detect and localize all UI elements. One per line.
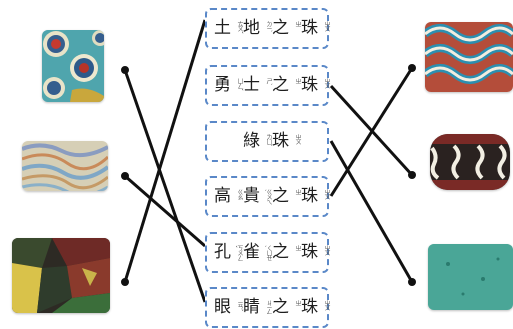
- right-dot-1[interactable]: [408, 64, 416, 72]
- label-char: 眼ㄧㄢˇ: [214, 297, 243, 317]
- label-char: 珠ㄓㄨ: [301, 297, 330, 317]
- label-char: 珠ㄓㄨ: [301, 242, 330, 262]
- hanzi: 珠: [301, 18, 318, 38]
- zigzag-bead-image: [430, 134, 510, 190]
- zhuyin: ㄕˋ: [265, 78, 272, 85]
- label-char: 之ㄓ: [272, 186, 301, 206]
- hanzi: 貴: [243, 186, 260, 206]
- hanzi: 勇: [214, 75, 231, 95]
- label-char: 雀ㄑㄩㄝˋ: [243, 242, 272, 262]
- hanzi: 高: [214, 186, 231, 206]
- hanzi: 地: [243, 18, 260, 38]
- line-marbled: [124, 174, 206, 248]
- hanzi: 珠: [301, 297, 318, 317]
- line-zigzag: [329, 84, 414, 177]
- zhuyin: ㄩㄥˇ: [236, 78, 243, 90]
- zhuyin: ㄓㄨ: [323, 189, 330, 199]
- zhuyin: ㄎㄨㄥˇ: [230, 245, 243, 260]
- label-char: 珠ㄓㄨ: [301, 186, 330, 206]
- zhuyin: ㄊㄨˇ: [236, 21, 243, 33]
- hanzi: 珠: [301, 242, 318, 262]
- hanzi: 孔: [214, 242, 231, 262]
- label-char: 高ㄍㄠ: [214, 186, 243, 206]
- label-char: 珠ㄓㄨ: [272, 131, 301, 151]
- zhuyin: ㄓㄨ: [323, 78, 330, 88]
- label-char: 之ㄓ: [272, 297, 301, 317]
- line-eye: [123, 69, 207, 303]
- label-char: 孔ㄎㄨㄥˇ: [214, 242, 243, 262]
- label-char: 綠ㄌㄩˋ: [243, 131, 272, 151]
- zhuyin: ㄓ: [294, 21, 301, 26]
- right-dot-3[interactable]: [408, 278, 416, 286]
- line-mosaic: [123, 19, 207, 283]
- line-wave: [329, 67, 414, 197]
- hanzi: 之: [272, 186, 289, 206]
- left-dot-3[interactable]: [121, 278, 129, 286]
- zhuyin: ㄓ: [294, 189, 301, 194]
- hanzi: 睛: [243, 297, 260, 317]
- right-dot-2[interactable]: [408, 171, 416, 179]
- label-char: 之ㄓ: [272, 18, 301, 38]
- mosaic-bead-image: [12, 238, 110, 313]
- zhuyin: ㄐㄧㄥ: [265, 300, 272, 314]
- hanzi: 之: [272, 18, 289, 38]
- zhuyin: ㄍㄨㄟˋ: [259, 189, 272, 204]
- hanzi: 之: [272, 242, 289, 262]
- zhuyin: ㄓㄨ: [323, 245, 330, 255]
- label-char: 士ㄕˋ: [243, 75, 272, 95]
- wave-pattern-bead-image: [425, 22, 513, 92]
- hanzi: 珠: [301, 75, 318, 95]
- marbled-bead-image: [22, 141, 108, 191]
- zhuyin: ㄓㄨ: [323, 21, 330, 31]
- label-char: 珠ㄓㄨ: [301, 18, 330, 38]
- zhuyin: ㄍㄠ: [236, 189, 243, 199]
- hanzi: 珠: [301, 186, 318, 206]
- hanzi: 士: [243, 75, 260, 95]
- hanzi: 之: [272, 75, 289, 95]
- hanzi: 珠: [272, 131, 289, 151]
- label-char: 珠ㄓㄨ: [301, 75, 330, 95]
- zhuyin: ㄓ: [294, 245, 301, 250]
- left-dot-2[interactable]: [121, 172, 129, 180]
- zhuyin: ㄓㄨ: [294, 134, 301, 144]
- eye-bead-image: [42, 30, 104, 102]
- zhuyin: ㄓ: [294, 300, 301, 305]
- hanzi: 之: [272, 297, 289, 317]
- hanzi: 雀: [243, 242, 260, 262]
- label-char: 勇ㄩㄥˇ: [214, 75, 243, 95]
- label-char: 地ㄉㄧˋ: [243, 18, 272, 38]
- label-char: 之ㄓ: [272, 75, 301, 95]
- zhuyin: ㄓ: [294, 78, 301, 83]
- hanzi: 眼: [214, 297, 231, 317]
- zhuyin: ㄌㄩˋ: [265, 134, 272, 146]
- line-green: [329, 140, 414, 283]
- label-char: 土ㄊㄨˇ: [214, 18, 243, 38]
- hanzi: 綠: [243, 131, 260, 151]
- label-char: 貴ㄍㄨㄟˋ: [243, 186, 272, 206]
- label-char: 之ㄓ: [272, 242, 301, 262]
- label-char: 睛ㄐㄧㄥ: [243, 297, 272, 317]
- left-dot-1[interactable]: [121, 66, 129, 74]
- zhuyin: ㄉㄧˋ: [265, 21, 272, 32]
- hanzi: 土: [214, 18, 231, 38]
- green-bead-image: [428, 244, 513, 310]
- zhuyin: ㄧㄢˇ: [236, 300, 243, 311]
- zhuyin: ㄑㄩㄝˋ: [259, 245, 272, 260]
- zhuyin: ㄓㄨ: [323, 300, 330, 310]
